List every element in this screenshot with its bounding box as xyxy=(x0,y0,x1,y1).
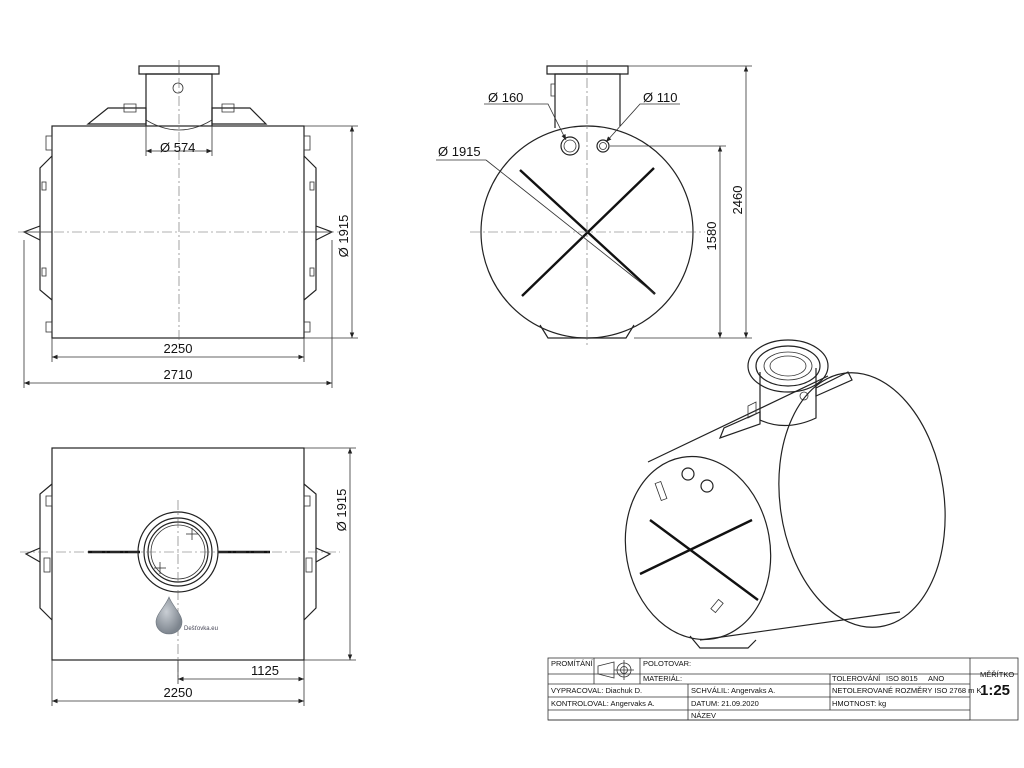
dim-side-height-inner: 1580 xyxy=(704,222,719,251)
dim-front-inner-width: 2250 xyxy=(164,341,193,356)
title-block: PROMÍTÁNÍ POLOTOVAR: MATERIÁL: TOLEROVÁN… xyxy=(547,657,1019,721)
dim-side-inlet: Ø 160 xyxy=(488,90,523,105)
top-view: Dešťovka.eu Ø 1915 1125 2250 xyxy=(20,447,356,706)
tb-yes: ANO xyxy=(928,674,944,683)
dim-side-height-total: 2460 xyxy=(730,186,745,215)
dim-top-width: 2250 xyxy=(164,685,193,700)
tb-untoleranced: NETOLEROVANÉ ROZMĚRY ISO 2768 m K xyxy=(832,686,982,695)
dim-side-outlet: Ø 110 xyxy=(643,90,677,105)
dim-neck-diameter: Ø 574 xyxy=(160,140,195,155)
tb-weight: HMOTNOST: kg xyxy=(832,699,886,708)
dim-front-height: Ø 1915 xyxy=(336,215,351,258)
tb-material: MATERIÁL: xyxy=(643,674,682,683)
dim-top-height: Ø 1915 xyxy=(334,489,349,532)
side-view: Ø 160 Ø 110 Ø 1915 1580 2460 xyxy=(436,60,752,345)
tb-date: DATUM: 21.09.2020 xyxy=(691,699,759,708)
tb-approved-by: SCHVÁLIL: Angervaks A. xyxy=(691,686,775,695)
dim-side-diameter: Ø 1915 xyxy=(438,144,481,159)
tb-projection: PROMÍTÁNÍ xyxy=(551,659,594,668)
tb-scale-label: MĚŘÍTKO xyxy=(980,670,1014,679)
logo-text: Dešťovka.eu xyxy=(184,626,218,632)
projection-symbol-icon xyxy=(597,661,615,679)
dim-top-center-offset: 1125 xyxy=(251,663,279,678)
front-view: Ø 574 Ø 1915 2250 2710 xyxy=(18,60,358,388)
tb-tolerance: TOLEROVÁNÍ xyxy=(832,674,881,683)
tb-drawn-by: VYPRACOVAL: Diachuk D. xyxy=(551,686,642,695)
tb-semi-product: POLOTOVAR: xyxy=(643,659,691,668)
tb-scale: 1:25 xyxy=(980,682,1010,699)
tb-iso: ISO 8015 xyxy=(886,674,918,683)
dim-front-total-width: 2710 xyxy=(164,367,193,382)
isometric-view xyxy=(624,339,946,649)
tb-name: NÁZEV xyxy=(691,711,716,720)
drop-icon xyxy=(155,596,183,635)
tb-checked-by: KONTROLOVAL: Angervaks A. xyxy=(551,699,655,708)
